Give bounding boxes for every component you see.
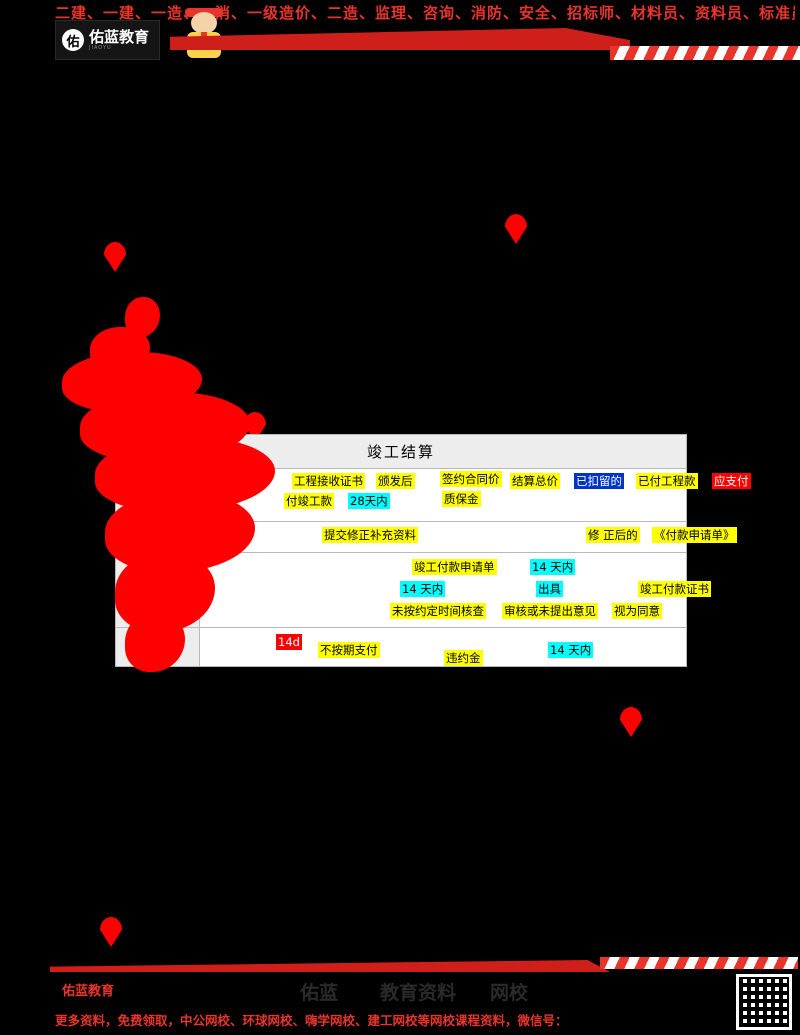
chip: 已付工程款 — [636, 473, 698, 490]
map-pin-icon — [505, 214, 527, 244]
footer-text: 更多资料，免费领取，中公网校、环球网校、嗨学网校、建工网校等网校课程资料，微信号… — [55, 1013, 568, 1028]
top-header-bar: 二建、一建、一造、一消、一级造价、二造、监理、咨询、消防、安全、招标师、材料员、… — [0, 0, 800, 72]
chip: 《付款申请单》 — [652, 527, 737, 544]
chip: 颁发后 — [376, 473, 415, 490]
chip: 结算总价 — [510, 473, 560, 490]
swoosh-shape — [50, 960, 610, 972]
chip: 14 天内 — [400, 580, 446, 597]
hazard-stripe-icon — [600, 957, 798, 969]
chip: 违约金 — [444, 649, 483, 666]
footer-brand: 佑蓝教育 — [62, 984, 115, 999]
note-line: D. 发包人按照承包人提交的 — [86, 772, 386, 793]
chip: 未按约定时间核查 — [390, 602, 486, 619]
notes-block: 发包人不按期支付的，按照《标准施工 合同》第 17.3 条约定支付违约金。 A.… — [86, 672, 386, 813]
chip: 付竣工款 — [284, 493, 334, 510]
note-line: B. 发包人提出意见的期限 — [86, 732, 386, 753]
note-line: A. 承包人提交的材料存在问题 — [86, 712, 386, 733]
chip: 视为同意 — [612, 602, 662, 619]
chip: 14d — [276, 633, 302, 650]
footer-watermark: 佑蓝 — [300, 982, 339, 1004]
note-line: 未及时履行日常 — [86, 792, 386, 813]
chip: 竣工付款证书 — [638, 580, 711, 597]
footer-bar: 佑蓝教育 佑蓝 教育资料 网校 更多资料，免费领取，中公网校、环球网校、嗨学网校… — [0, 952, 800, 1035]
map-pin-icon — [100, 917, 122, 947]
chip: 应 — [762, 474, 774, 488]
ink-annotation — [125, 612, 185, 672]
note-line: 发包人不按期支付的，按照《标准施工 — [86, 672, 386, 693]
note-line: C. 发包人逾期审计工作进行 — [86, 752, 386, 773]
chip: 提交修正补充资料 — [322, 527, 418, 544]
ink-annotation — [125, 297, 160, 337]
chip: 28天内 — [348, 493, 390, 510]
logo-text: 佑蓝教育 — [89, 27, 150, 46]
page-body: 竣工结算 提交付款申请 工程接收证书 颁发后 签约合同价 结算总价 已扣留的 已… — [0, 72, 800, 952]
chip: 应支付 — [712, 473, 751, 490]
site-logo: 佑 佑蓝教育 JIAOYU — [55, 20, 160, 60]
map-pin-icon — [620, 707, 642, 737]
logo-subtext: JIAOYU — [89, 44, 112, 51]
chip: 质保金 — [442, 491, 481, 508]
logo-mark-icon: 佑 — [62, 29, 84, 51]
header-title: 二建、一建、一造、一消、一级造价、二造、监理、咨询、消防、安全、招标师、材料员、… — [55, 4, 795, 22]
row-cells-submit-payment: 工程接收证书 颁发后 签约合同价 结算总价 已扣留的 已付工程款 应支付 应 付… — [199, 468, 774, 522]
chip: 14 天内 — [548, 641, 594, 658]
chip: 14 天内 — [530, 558, 576, 575]
table-row: 支付 14d 不按期支付 违约金 14 天内 — [115, 626, 687, 667]
chip: 已扣留的 — [574, 473, 624, 490]
header-decoration — [170, 22, 800, 60]
footer-watermark: 教育资料 — [380, 982, 457, 1004]
row-cells-payment: 14d 不按期支付 违约金 14 天内 — [199, 626, 687, 667]
chip: 审核或未提出意见 — [502, 602, 598, 619]
footer-watermark: 网校 — [490, 982, 529, 1004]
map-pin-icon — [104, 242, 126, 272]
swoosh-shape — [170, 28, 630, 50]
note-line: 合同》第 17.3 条约定支付违约金。 — [86, 692, 386, 713]
chip: 不按期支付 — [318, 641, 380, 658]
chip: 修 正后的 — [586, 527, 640, 544]
chip: 签约合同价 — [440, 471, 502, 488]
hazard-stripe-icon — [610, 46, 800, 60]
chip: 出具 — [536, 580, 563, 597]
row-cells-supervisor-review: 提交修正补充资料 修 正后的 《付款申请单》 — [199, 521, 737, 553]
chip: 竣工付款申请单 — [412, 558, 497, 575]
qr-code-icon[interactable] — [736, 974, 792, 1030]
row-cells-issue-certificate: 竣工付款申请单 14 天内 14 天内 出具 竣工付款证书 未按约定时间核查 审… — [199, 551, 711, 628]
chip: 工程接收证书 — [292, 473, 365, 490]
